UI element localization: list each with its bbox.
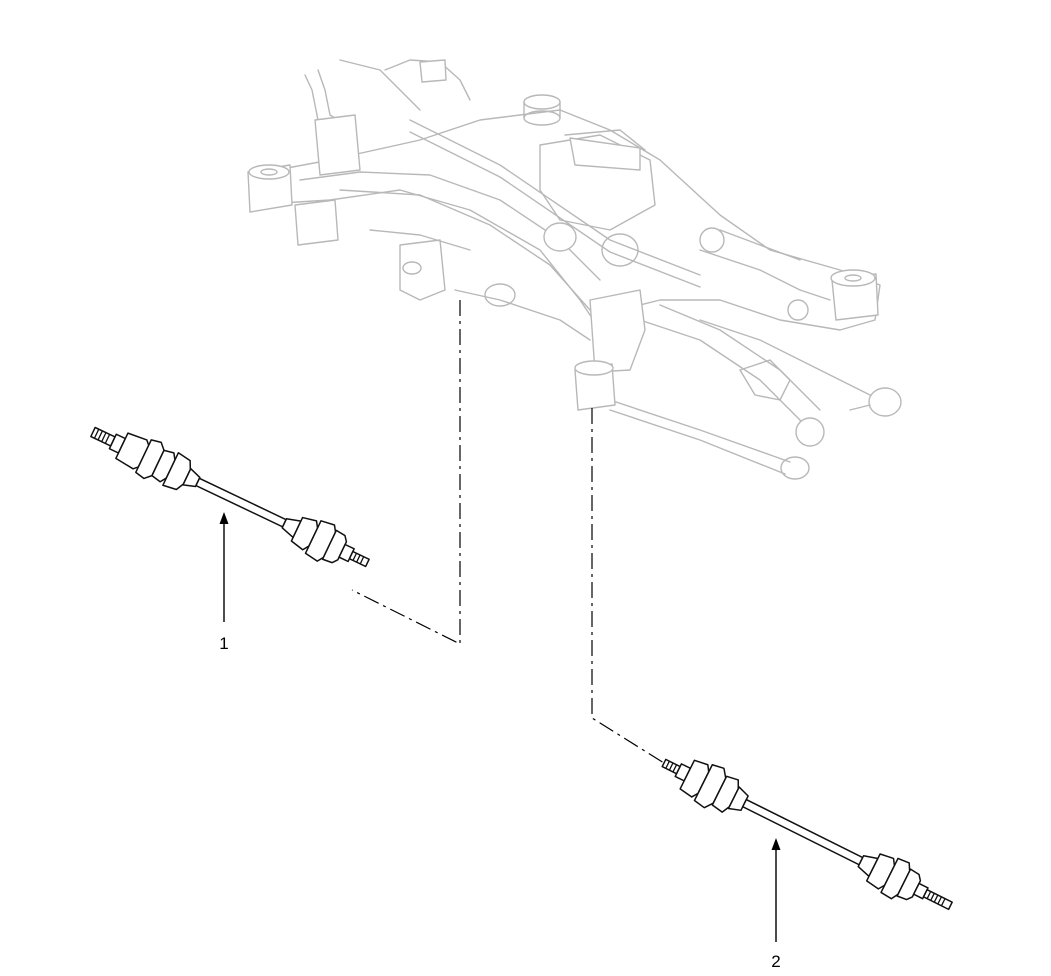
leader-line-2 <box>591 408 665 764</box>
callout-label-2: 2 <box>771 952 780 971</box>
callout-arrow-1 <box>219 512 229 622</box>
callout-label-1: 1 <box>219 634 228 653</box>
drive-shaft-1 <box>90 426 370 568</box>
callout-arrow-2 <box>771 838 781 942</box>
drive-shaft-2 <box>661 758 953 911</box>
rear-subframe-assembly <box>247 59 902 480</box>
leader-line-1 <box>351 300 461 645</box>
